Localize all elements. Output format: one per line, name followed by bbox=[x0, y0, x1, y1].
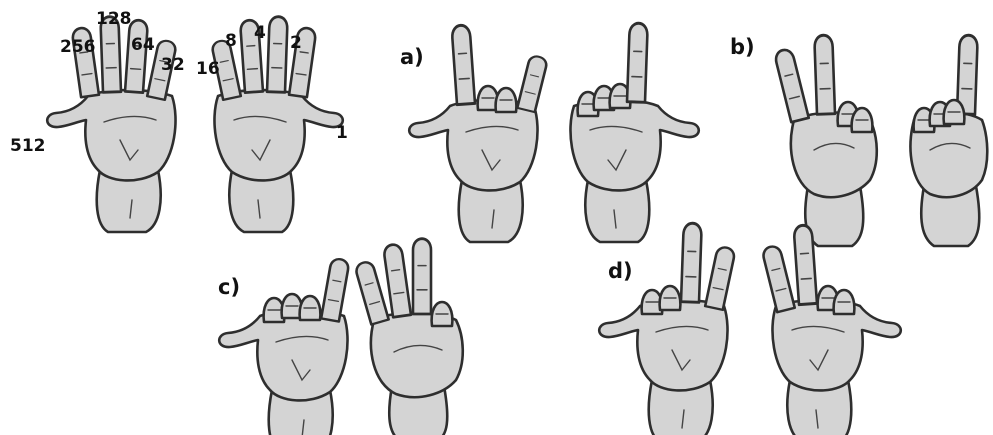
value-4: 4 bbox=[254, 23, 266, 43]
value-256: 256 bbox=[60, 37, 96, 57]
value-16: 16 bbox=[196, 59, 220, 79]
hand-c-right bbox=[354, 239, 462, 435]
hand-a-right bbox=[570, 23, 698, 242]
hand-a-left bbox=[409, 25, 548, 242]
label-d: d) bbox=[608, 259, 633, 283]
hand-d-right bbox=[762, 225, 901, 435]
hand-b-left bbox=[774, 35, 877, 246]
value-128: 128 bbox=[96, 9, 132, 29]
value-1: 1 bbox=[336, 123, 348, 143]
value-2: 2 bbox=[290, 33, 302, 53]
hand-d-left bbox=[599, 223, 735, 435]
label-b: b) bbox=[730, 35, 755, 59]
label-c: c) bbox=[218, 275, 240, 299]
value-512: 512 bbox=[10, 136, 46, 156]
hand-b-right bbox=[911, 35, 988, 246]
label-a: a) bbox=[400, 45, 424, 69]
value-32: 32 bbox=[161, 55, 185, 75]
value-64: 64 bbox=[131, 35, 155, 55]
value-8: 8 bbox=[225, 31, 237, 51]
